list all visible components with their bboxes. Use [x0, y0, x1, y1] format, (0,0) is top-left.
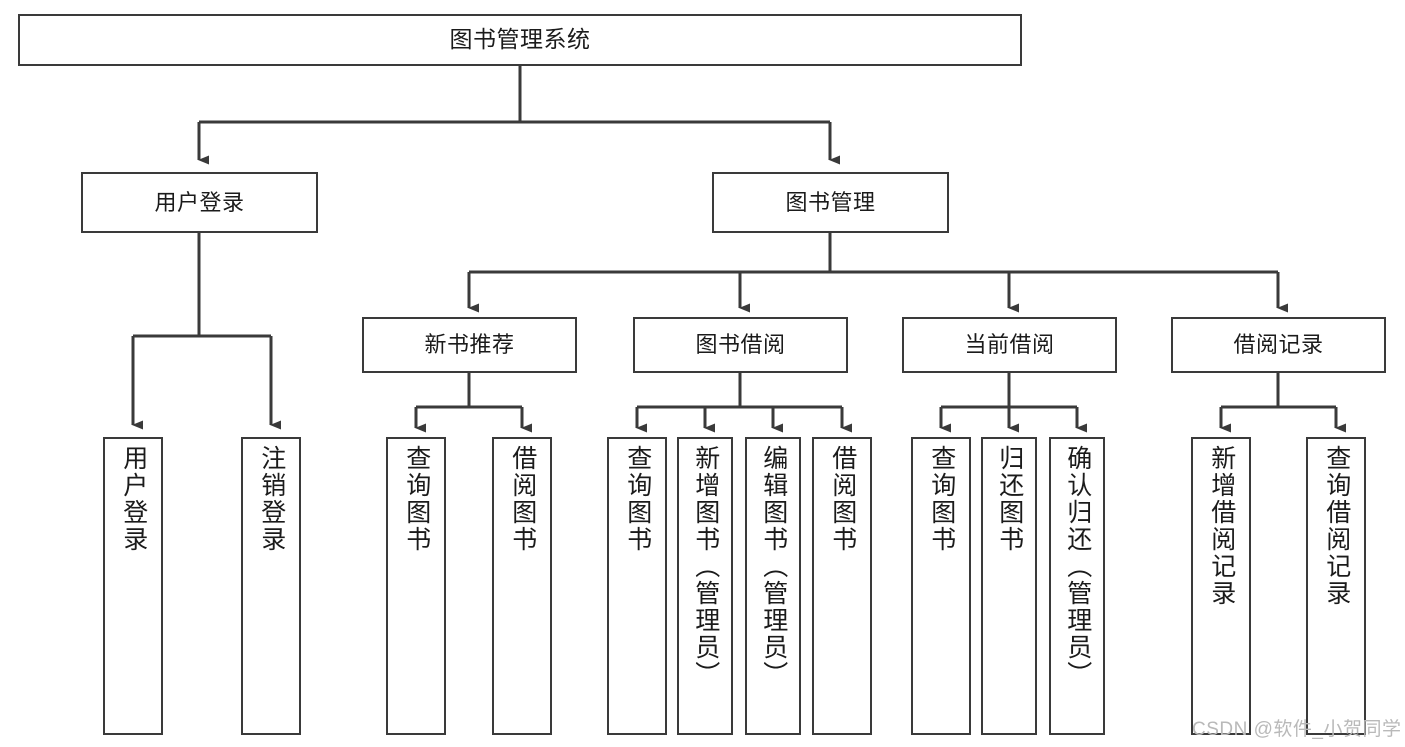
node-label: 确认归还（管理员）	[1063, 445, 1092, 688]
node-leaf-borrow-book-1[interactable]: 借阅图书	[492, 437, 552, 735]
node-label: 图书管理系统	[449, 26, 591, 53]
node-label: 用户登录	[119, 445, 148, 553]
node-root-system[interactable]: 图书管理系统	[18, 14, 1022, 66]
node-label: 新书推荐	[424, 332, 515, 358]
node-label: 新增借阅记录	[1207, 445, 1236, 607]
node-label: 查询图书	[623, 445, 652, 553]
node-label: 编辑图书（管理员）	[759, 445, 788, 688]
node-book-manage[interactable]: 图书管理	[712, 172, 949, 233]
node-leaf-return-book[interactable]: 归还图书	[981, 437, 1037, 735]
node-leaf-user-login[interactable]: 用户登录	[103, 437, 163, 735]
node-new-book-recommend[interactable]: 新书推荐	[362, 317, 577, 373]
node-label: 用户登录	[154, 189, 245, 215]
node-leaf-query-book-2[interactable]: 查询图书	[607, 437, 667, 735]
node-label: 注销登录	[257, 445, 286, 553]
node-label: 查询图书	[927, 445, 956, 553]
node-label: 归还图书	[995, 445, 1024, 553]
node-leaf-edit-book[interactable]: 编辑图书（管理员）	[745, 437, 801, 735]
node-user-login[interactable]: 用户登录	[81, 172, 318, 233]
node-label: 查询图书	[402, 445, 431, 553]
node-leaf-query-book-3[interactable]: 查询图书	[911, 437, 971, 735]
node-label: 当前借阅	[964, 332, 1055, 358]
node-label: 借阅图书	[508, 445, 537, 553]
node-book-borrow[interactable]: 图书借阅	[633, 317, 848, 373]
node-leaf-query-book-1[interactable]: 查询图书	[386, 437, 446, 735]
node-label: 图书借阅	[695, 332, 786, 358]
csdn-watermark: CSDN @软件_小贺同学	[1192, 719, 1402, 740]
node-leaf-query-record[interactable]: 查询借阅记录	[1306, 437, 1366, 735]
node-borrow-record[interactable]: 借阅记录	[1171, 317, 1386, 373]
node-label: 图书管理	[785, 189, 876, 215]
node-leaf-add-record[interactable]: 新增借阅记录	[1191, 437, 1251, 735]
node-label: 借阅记录	[1233, 332, 1324, 358]
node-leaf-add-book[interactable]: 新增图书（管理员）	[677, 437, 733, 735]
node-leaf-borrow-book-2[interactable]: 借阅图书	[812, 437, 872, 735]
node-leaf-confirm-return[interactable]: 确认归还（管理员）	[1049, 437, 1105, 735]
node-label: 新增图书（管理员）	[691, 445, 720, 688]
node-label: 查询借阅记录	[1322, 445, 1351, 607]
node-label: 借阅图书	[828, 445, 857, 553]
node-leaf-logout[interactable]: 注销登录	[241, 437, 301, 735]
node-current-borrow[interactable]: 当前借阅	[902, 317, 1117, 373]
